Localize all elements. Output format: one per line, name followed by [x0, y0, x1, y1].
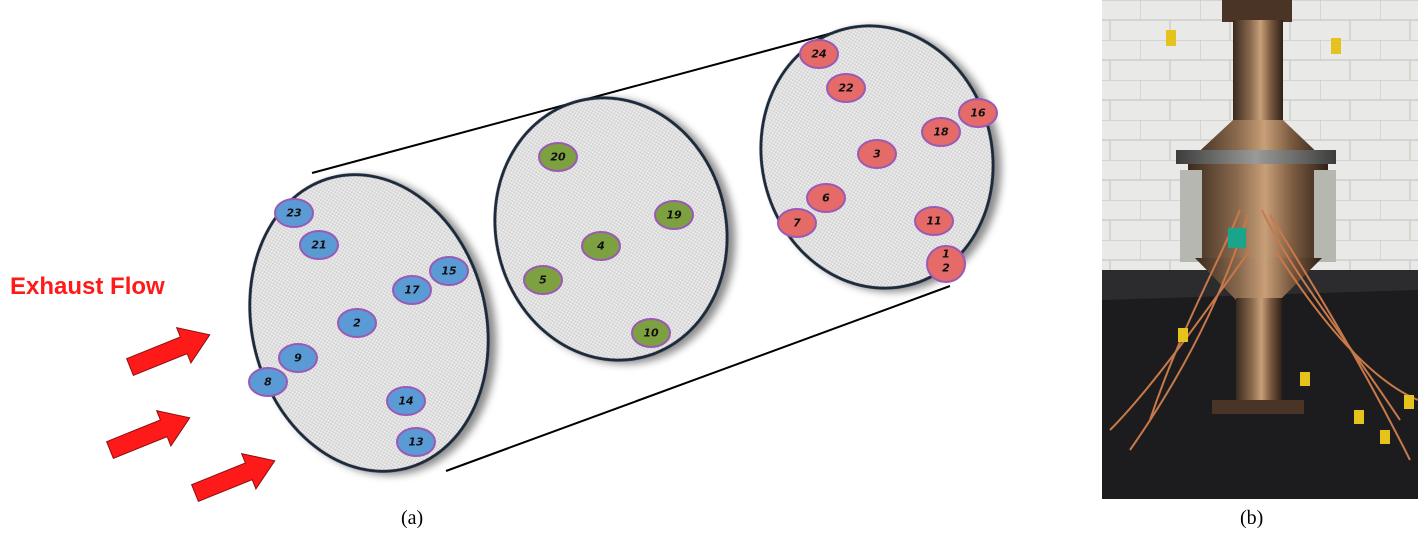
thermocouple-marker [806, 183, 846, 213]
thermocouple-label: 18 [933, 126, 949, 139]
subfigure-caption-b: (b) [1240, 507, 1264, 529]
thermocouple-marker [914, 206, 954, 236]
thermocouple-label: 16 [970, 107, 986, 120]
thermocouple-label: 1 [942, 248, 950, 261]
thermocouple-label: 8 [264, 376, 272, 389]
thermocouple-marker [799, 39, 839, 69]
thermocouple-marker [958, 98, 998, 128]
exhaust-pipe-photo [1102, 0, 1419, 499]
thermocouple-marker [396, 427, 436, 457]
thermocouple-label: 23 [286, 207, 302, 220]
thermocouple-marker [337, 308, 377, 338]
thermocouple-label: 13 [408, 436, 424, 449]
thermocouple-label: 3 [873, 148, 881, 161]
thermocouple-marker [538, 142, 578, 172]
exhaust-flow-label: Exhaust Flow [10, 273, 165, 300]
thermocouple-marker [386, 386, 426, 416]
thermocouple-label: 24 [811, 48, 826, 61]
thermocouple-label: 11 [926, 215, 941, 228]
thermocouple-label: 15 [441, 265, 457, 278]
thermocouple-marker [429, 256, 469, 286]
subfigure-caption-a: (a) [401, 507, 424, 529]
thermocouple-label: 2 [353, 317, 361, 330]
thermocouple-label: 6 [822, 192, 830, 205]
thermocouple-marker [631, 318, 671, 348]
thermocouple-label: 9 [294, 352, 302, 365]
thermocouple-label: 10 [643, 327, 659, 340]
thermocouple-label: 21 [311, 239, 326, 252]
right-arrow-icon [105, 326, 276, 502]
thermocouple-label: 7 [793, 217, 801, 230]
thermocouple-label: 5 [539, 274, 547, 287]
thermocouple-label: 20 [550, 151, 566, 164]
thermocouple-marker [523, 265, 563, 295]
thermocouple-marker [654, 200, 694, 230]
thermocouple-marker [274, 198, 314, 228]
thermocouple-label: 22 [838, 82, 854, 95]
thermocouple-marker [857, 139, 897, 169]
thermocouple-marker [278, 343, 318, 373]
thermocouple-marker [777, 208, 817, 238]
thermocouple-marker [392, 275, 432, 305]
thermocouple-marker [926, 245, 966, 283]
thermocouple-label: 19 [666, 209, 682, 222]
thermocouple-marker [581, 231, 621, 261]
thermocouple-label: 4 [596, 240, 605, 253]
thermocouple-marker [299, 230, 339, 260]
thermocouple-marker [826, 73, 866, 103]
thermocouple-label: 2 [942, 262, 950, 275]
thermocouple-marker [248, 367, 288, 397]
thermocouple-label: 14 [398, 395, 413, 408]
thermocouple-marker [921, 117, 961, 147]
thermocouple-label: 17 [404, 284, 420, 297]
